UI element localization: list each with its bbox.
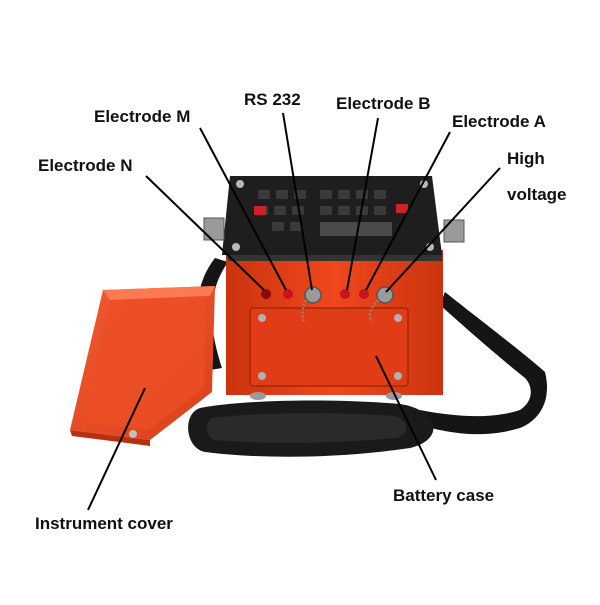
battery-case-panel [249, 307, 409, 387]
lcd-display [320, 222, 392, 236]
electrode-a-terminal [359, 289, 369, 299]
leader-instrument-cover [87, 387, 146, 511]
leader-lines [87, 112, 501, 511]
label-electrode-a: Electrode A [452, 112, 546, 131]
leader-electrode-b [346, 117, 379, 291]
high-voltage-connector [376, 286, 394, 304]
electrode-m-terminal [283, 289, 293, 299]
leader-high-voltage [385, 167, 501, 293]
label-electrode-b: Electrode B [336, 94, 431, 113]
label-instrument-cover: Instrument cover [35, 514, 173, 533]
carrying-strap [188, 258, 548, 457]
instrument-cover [70, 286, 215, 446]
rs232-connector [304, 286, 322, 304]
leader-rs232 [282, 112, 313, 291]
label-electrode-m: Electrode M [94, 107, 191, 126]
electrode-n-terminal [261, 289, 271, 299]
leader-battery-case [375, 355, 437, 481]
label-high-voltage-line1: High [507, 149, 545, 168]
control-panel [203, 176, 465, 261]
electrode-b-terminal [340, 289, 350, 299]
leader-electrode-n [145, 175, 265, 291]
label-battery-case: Battery case [393, 486, 495, 505]
leader-electrode-m [199, 127, 287, 291]
leader-electrode-a [365, 131, 451, 291]
label-electrode-n: Electrode N [38, 156, 133, 175]
instrument-body [226, 250, 443, 395]
label-rs232: RS 232 [244, 90, 301, 109]
label-high-voltage-line2: voltage [507, 185, 567, 204]
